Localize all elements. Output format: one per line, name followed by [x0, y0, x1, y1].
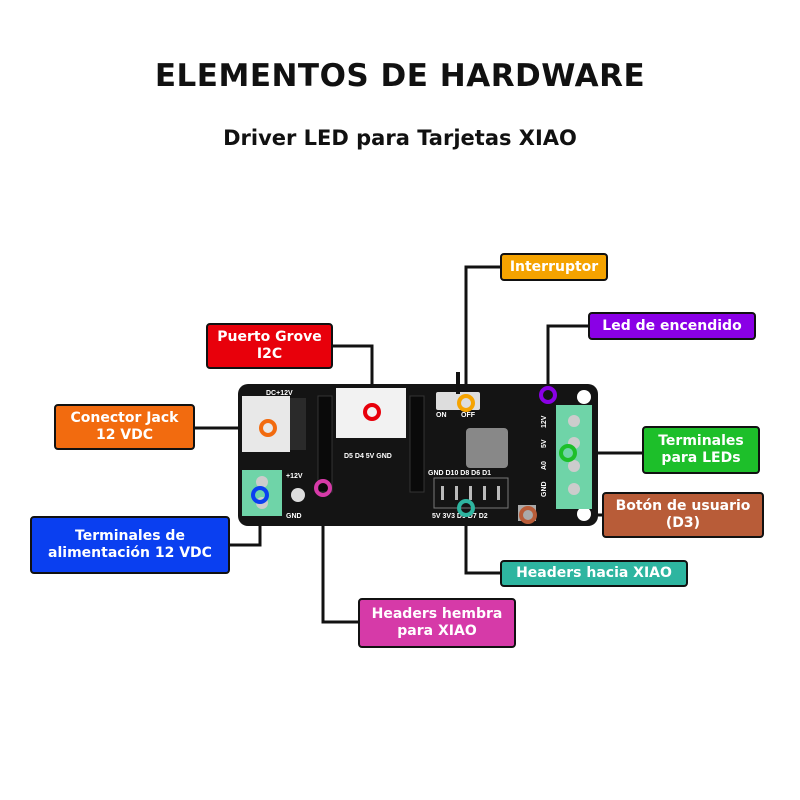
marker-boton	[519, 506, 537, 524]
marker-grove	[363, 403, 381, 421]
marker-led	[539, 386, 557, 404]
callout-terminales-leds: Terminales para LEDs	[642, 426, 760, 474]
dc-jack	[242, 396, 290, 452]
marker-headers-xiao	[457, 499, 475, 517]
silk-dc: DC+12V	[266, 390, 293, 397]
silk-12v: 12V	[541, 415, 548, 428]
page-title: ELEMENTOS DE HARDWARE	[154, 58, 646, 94]
marker-jack	[259, 419, 277, 437]
page-subtitle: Driver LED para Tarjetas XIAO	[223, 126, 577, 150]
silk-5v: 5V	[541, 439, 548, 448]
silk-header-bottom: 5V 3V3 D9 D7 D2	[432, 513, 488, 520]
silk-gnd: GND	[286, 513, 302, 520]
callout-conector-jack: Conector Jack 12 VDC	[54, 404, 195, 450]
silk-on: ON	[436, 412, 447, 419]
silk-grove-pins: D5 D4 5V GND	[344, 453, 392, 460]
callout-boton-usuario: Botón de usuario (D3)	[602, 492, 764, 538]
callout-headers-hembra: Headers hembra para XIAO	[358, 598, 516, 648]
callout-terminales-alimentacion: Terminales de alimentación 12 VDC	[30, 516, 230, 574]
marker-interruptor	[457, 394, 475, 412]
silk-plus12: +12V	[286, 473, 303, 480]
callout-puerto-grove: Puerto Grove I2C	[206, 323, 333, 369]
silk-off: OFF	[461, 412, 476, 419]
marker-terminales-leds	[559, 444, 577, 462]
silk-header-top: GND D10 D8 D6 D1	[428, 470, 491, 477]
marker-headers-hembra	[314, 479, 332, 497]
callout-interruptor: Interruptor	[500, 253, 608, 281]
marker-terminales-alim	[251, 486, 269, 504]
grove-connector	[336, 388, 406, 438]
callout-led-encendido: Led de encendido	[588, 312, 756, 340]
silk-a0: A0	[541, 461, 548, 470]
silk-gnd-term: GND	[541, 481, 548, 497]
callout-headers-xiao: Headers hacia XIAO	[500, 560, 688, 587]
